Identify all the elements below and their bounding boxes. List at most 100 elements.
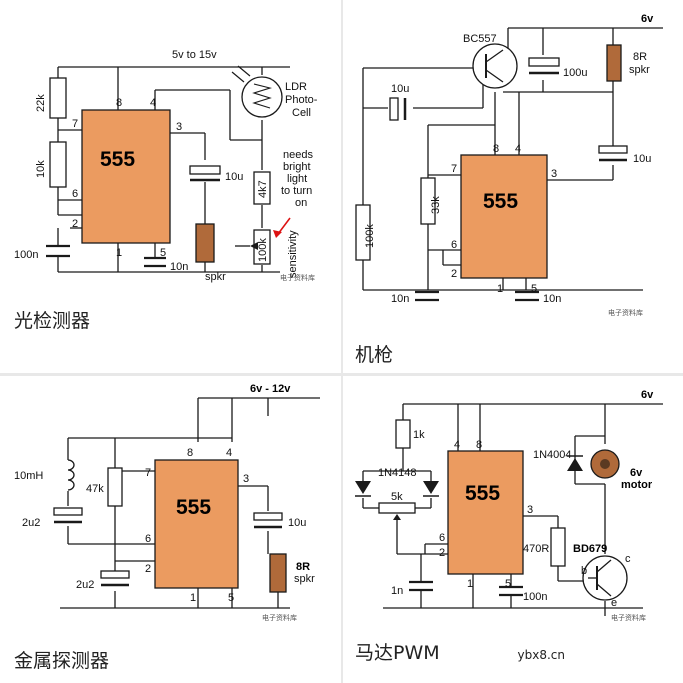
svg-text:10n: 10n	[391, 293, 409, 305]
caption-metal-detector: 金属探测器	[14, 650, 110, 672]
svg-text:6: 6	[439, 532, 445, 544]
svg-text:4k7: 4k7	[257, 180, 269, 198]
svg-text:1N4148: 1N4148	[378, 467, 417, 479]
svg-text:7: 7	[145, 467, 151, 479]
grid-divider-horizontal	[0, 373, 683, 376]
svg-text:2u2: 2u2	[76, 579, 94, 591]
svg-text:1k: 1k	[413, 429, 425, 441]
svg-text:8: 8	[476, 439, 482, 451]
supply-label: 6v - 12v	[250, 383, 291, 395]
ic-555-chip	[460, 154, 548, 279]
svg-text:BD679: BD679	[573, 543, 607, 555]
svg-text:1: 1	[497, 283, 503, 295]
grid-divider-vertical	[341, 0, 343, 683]
svg-text:1n: 1n	[391, 585, 403, 597]
ic-555-chip	[154, 459, 239, 589]
panel-metal-detector: 555 8 4 7 3 6 2 1 5 6v - 12v 10mH 47k 2u…	[0, 376, 340, 683]
chip-label: 555	[176, 496, 211, 519]
svg-text:6: 6	[72, 188, 78, 200]
svg-text:5: 5	[531, 283, 537, 295]
svg-text:5k: 5k	[391, 491, 403, 503]
svg-text:4: 4	[150, 97, 156, 109]
svg-text:8R: 8R	[633, 51, 647, 63]
svg-text:5: 5	[160, 247, 166, 259]
svg-text:8: 8	[493, 143, 499, 155]
svg-text:2: 2	[451, 268, 457, 280]
svg-text:1: 1	[116, 247, 122, 259]
svg-text:6: 6	[145, 533, 151, 545]
svg-text:2: 2	[72, 218, 78, 230]
svg-text:10n: 10n	[543, 293, 561, 305]
svg-text:3: 3	[551, 168, 557, 180]
svg-text:3: 3	[243, 473, 249, 485]
chip-label: 555	[100, 148, 135, 171]
svg-text:10n: 10n	[170, 261, 188, 273]
panel-machine-gun: 555 8 4 7 3 6 2 1 5 6v BC557 10u 100u 8R…	[343, 0, 683, 372]
supply-label: 5v to 15v	[172, 49, 217, 61]
site-watermark: ybx8.cn	[517, 648, 565, 662]
svg-text:33k: 33k	[430, 196, 442, 214]
svg-text:c: c	[625, 553, 631, 565]
panel-light-detector: 555 8 4 7 3 6 2 1 5 5v to 15v 22k 10k 10…	[0, 0, 340, 372]
chip-label: 555	[483, 190, 518, 213]
svg-text:470R: 470R	[523, 543, 549, 555]
svg-text:电子资料库: 电子资料库	[262, 613, 297, 622]
svg-text:spkr: spkr	[294, 573, 315, 585]
svg-text:10k: 10k	[35, 160, 47, 178]
svg-text:4: 4	[226, 447, 232, 459]
svg-text:100k: 100k	[364, 224, 376, 248]
svg-text:7: 7	[72, 118, 78, 130]
svg-text:e: e	[611, 597, 617, 609]
svg-text:4: 4	[454, 439, 460, 451]
panel-motor-pwm: 555 4 8 3 6 2 1 5 6v 1k 1N4148 5k 1n 100…	[343, 376, 683, 683]
svg-text:10u: 10u	[633, 153, 651, 165]
svg-text:8: 8	[116, 97, 122, 109]
chip-label: 555	[465, 482, 500, 505]
svg-text:light: light	[287, 173, 307, 185]
schematic-motor-pwm: 555 4 8 3 6 2 1 5 6v 1k 1N4148 5k 1n 100…	[355, 389, 663, 622]
svg-text:4: 4	[515, 143, 521, 155]
svg-text:10u: 10u	[391, 83, 409, 95]
svg-text:6: 6	[451, 239, 457, 251]
svg-text:Photo-: Photo-	[285, 94, 318, 106]
supply-label: 6v	[641, 389, 654, 401]
schematic-machine-gun: 555 8 4 7 3 6 2 1 5 6v BC557 10u 100u 8R…	[355, 13, 663, 317]
svg-text:7: 7	[451, 163, 457, 175]
svg-text:1: 1	[190, 592, 196, 604]
svg-text:Cell: Cell	[292, 107, 311, 119]
svg-text:3: 3	[176, 121, 182, 133]
svg-text:6v: 6v	[630, 467, 643, 479]
svg-text:on: on	[295, 197, 307, 209]
svg-text:10u: 10u	[288, 517, 306, 529]
caption-light-detector: 光检测器	[14, 310, 91, 332]
svg-text:bright: bright	[283, 161, 311, 173]
caption-motor-pwm: 马达PWM	[355, 642, 440, 664]
svg-text:电子资料库: 电子资料库	[608, 308, 643, 317]
schematic-metal-detector: 555 8 4 7 3 6 2 1 5 6v - 12v 10mH 47k 2u…	[14, 383, 320, 622]
caption-machine-gun: 机枪	[355, 344, 394, 366]
svg-text:spkr: spkr	[629, 64, 650, 76]
svg-text:3: 3	[527, 504, 533, 516]
ic-555-chip	[81, 109, 171, 244]
svg-text:needs: needs	[283, 149, 313, 161]
svg-text:motor: motor	[621, 479, 653, 491]
svg-text:sensitivity: sensitivity	[287, 230, 299, 278]
supply-label: 6v	[641, 13, 654, 25]
svg-text:to turn: to turn	[281, 185, 312, 197]
svg-text:2: 2	[439, 547, 445, 559]
svg-text:5: 5	[505, 578, 511, 590]
svg-text:10u: 10u	[225, 171, 243, 183]
svg-text:spkr: spkr	[205, 271, 226, 283]
svg-text:100n: 100n	[14, 249, 38, 261]
ic-555-chip	[447, 450, 524, 575]
svg-text:5: 5	[228, 592, 234, 604]
svg-text:2: 2	[145, 563, 151, 575]
svg-text:1N4004: 1N4004	[533, 449, 572, 461]
svg-text:8: 8	[187, 447, 193, 459]
svg-text:22k: 22k	[35, 94, 47, 112]
svg-text:BC557: BC557	[463, 33, 497, 45]
schematic-light-detector: 555 8 4 7 3 6 2 1 5 5v to 15v 22k 10k 10…	[14, 49, 318, 283]
svg-text:电子资料库: 电子资料库	[280, 273, 315, 282]
svg-text:电子资料库: 电子资料库	[611, 613, 646, 622]
svg-text:100n: 100n	[523, 591, 547, 603]
